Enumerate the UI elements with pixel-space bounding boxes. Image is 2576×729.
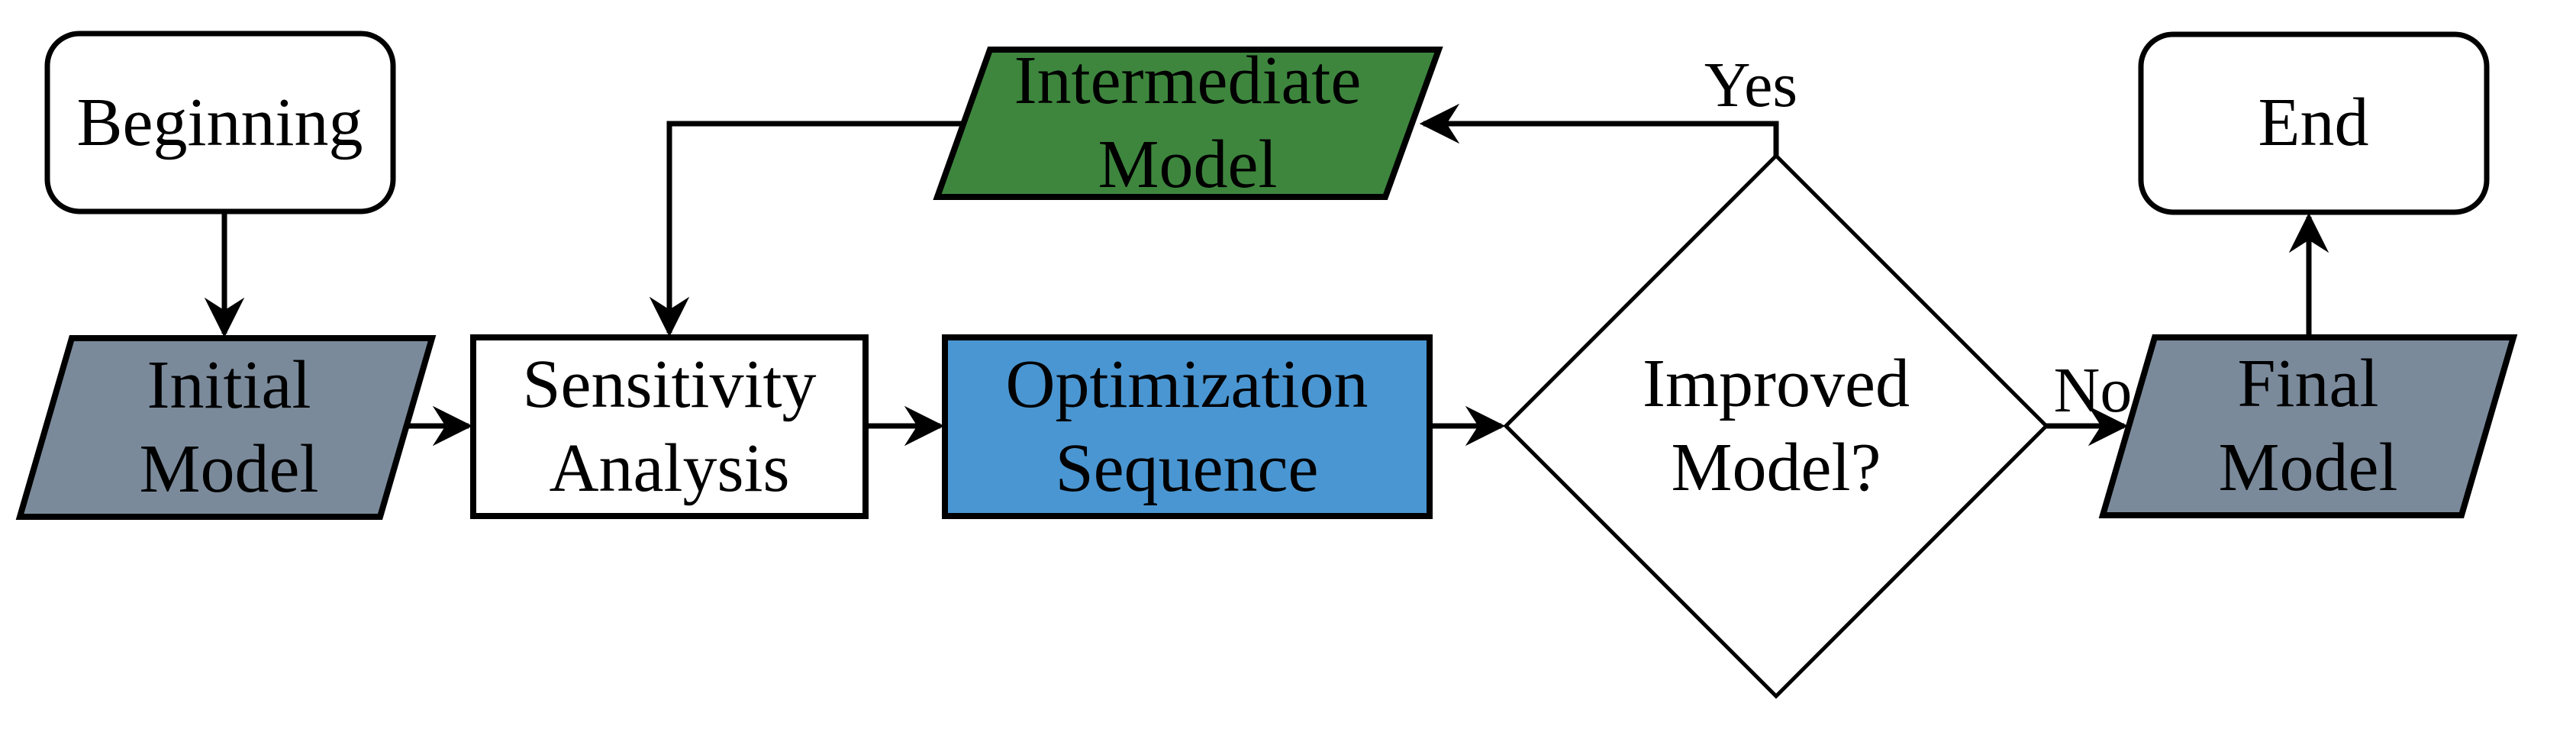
node-improved-model-label: Improved Model? xyxy=(1643,346,1910,505)
node-end-label: End xyxy=(2258,85,2369,161)
node-end-shape xyxy=(2138,31,2490,215)
edge-intermediate-model-to-sensitivity-analysis xyxy=(649,121,963,337)
node-intermediate-model-label: Intermediate Model xyxy=(1014,43,1362,202)
node-initial-model-shape xyxy=(15,335,437,520)
node-beginning-shape xyxy=(44,31,396,215)
node-improved-model-shape xyxy=(1503,153,2049,699)
edge-label-no: No xyxy=(2053,355,2133,426)
node-final-model-label: Final Model xyxy=(2218,346,2398,505)
node-optimization-sequence-shape xyxy=(942,334,1433,519)
edge-improved-model-yes-to-intermediate-model xyxy=(1419,103,1779,156)
node-sensitivity-analysis-shape xyxy=(470,334,869,519)
node-beginning-label: Beginning xyxy=(76,85,363,161)
node-initial-model-label: Initial Model xyxy=(139,347,319,507)
node-optimization-sequence-label: Optimization Sequence xyxy=(1005,347,1369,506)
node-final-model-shape xyxy=(2098,334,2518,518)
edge-label-yes: Yes xyxy=(1704,50,1798,121)
node-sensitivity-analysis-label: Sensitivity Analysis xyxy=(522,347,817,506)
node-intermediate-model-shape xyxy=(933,47,1443,200)
